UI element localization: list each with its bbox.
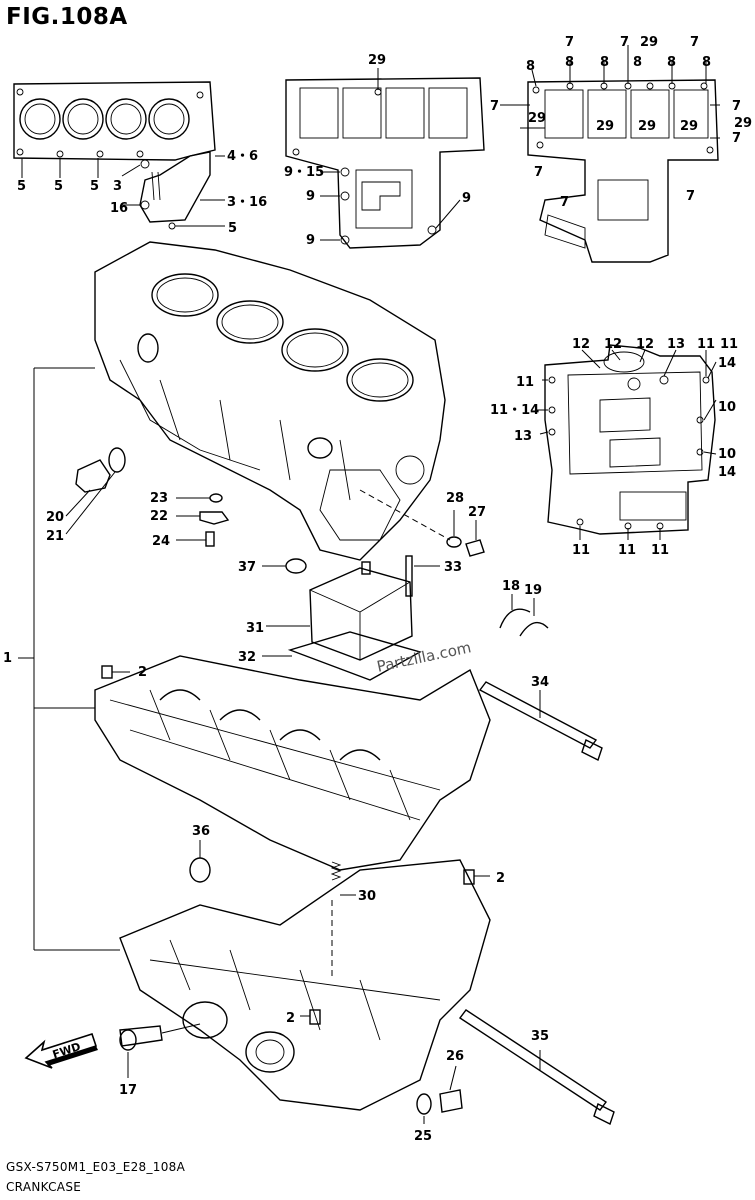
callout: 12 [636, 337, 654, 352]
callout: 27 [468, 505, 486, 520]
callout: 13 [667, 337, 685, 352]
callout: 7 [690, 35, 699, 50]
callout: 35 [531, 1029, 549, 1044]
callout: 9 [462, 191, 471, 206]
breather-cover [262, 555, 440, 681]
long-bolt-34 [478, 681, 603, 761]
callout: 2 [286, 1011, 295, 1026]
callout: 29 [528, 111, 546, 126]
callout: 36 [192, 824, 210, 839]
callout: 8 [702, 55, 711, 70]
callout: 14 [718, 356, 736, 371]
callout: 8 [667, 55, 676, 70]
callout: 7 [490, 99, 499, 114]
callout: 13 [514, 429, 532, 444]
callout: 29 [368, 53, 386, 68]
callout: 30 [358, 889, 376, 904]
callout: 26 [446, 1049, 464, 1064]
callout: 2 [138, 665, 147, 680]
callout: 8 [633, 55, 642, 70]
filter-stud-17 [119, 1023, 201, 1078]
callout: 37 [238, 560, 256, 575]
long-bolt-35 [458, 1009, 615, 1125]
callout: 14 [718, 465, 736, 480]
half-rings-18-19 [499, 594, 549, 637]
bolts-27-28 [359, 489, 485, 557]
callout: 10 [718, 400, 736, 415]
bracket-item-1 [18, 367, 120, 951]
callout: 28 [446, 491, 464, 506]
plug-and-oring [65, 447, 126, 535]
callout: 5 [17, 179, 26, 194]
diagram-code: GSX-S750M1_E03_E28_108A [6, 1160, 186, 1174]
callout: 3・16 [227, 195, 267, 210]
callout: 22 [150, 509, 168, 524]
washer-36-spring-30 [189, 840, 356, 980]
callout: 29 [734, 116, 752, 131]
inset-top-middle [285, 68, 485, 249]
callout: 3 [113, 179, 122, 194]
callout: 11 [572, 543, 590, 558]
callout: 29 [680, 119, 698, 134]
callout: 7 [732, 99, 741, 114]
callout: 20 [46, 510, 64, 525]
callout-labels: 1 2 2 2 3 3・16 4・6 5 5 5 5 16 7 7 7 7 7 … [3, 35, 752, 1144]
callout: 10 [718, 447, 736, 462]
callout: 33 [444, 560, 462, 575]
callout: 17 [119, 1083, 137, 1098]
callout: 7 [732, 131, 741, 146]
callout: 23 [150, 491, 168, 506]
callout: 31 [246, 621, 264, 636]
inset-right-lower [536, 344, 717, 540]
callout: 5 [228, 221, 237, 236]
callout: 5 [54, 179, 63, 194]
callout: 5 [90, 179, 99, 194]
callout: 34 [531, 675, 549, 690]
figure-title: FIG.108A [6, 4, 128, 30]
callout: 29 [640, 35, 658, 50]
diagram-name: CRANKCASE [6, 1180, 82, 1194]
callout: 12 [572, 337, 590, 352]
callout: 25 [414, 1129, 432, 1144]
callout: 2 [496, 871, 505, 886]
callout: 7 [686, 189, 695, 204]
callout: 11 [516, 375, 534, 390]
callout: 8 [600, 55, 609, 70]
fwd-arrow-icon: FWD [24, 1032, 98, 1069]
callout: 24 [152, 534, 170, 549]
callout: 7 [560, 195, 569, 210]
callout: 7 [534, 165, 543, 180]
callout: 7 [620, 35, 629, 50]
callout: 11 [697, 337, 715, 352]
middle-crankcase [94, 655, 491, 871]
callout: 9 [306, 189, 315, 204]
callout: 32 [238, 650, 256, 665]
small-fittings-22-24 [176, 493, 230, 547]
callout: 8 [565, 55, 574, 70]
callout: 11 [618, 543, 636, 558]
callout: 1 [3, 651, 12, 666]
callout: 4・6 [227, 149, 258, 164]
lower-crankcase [119, 859, 491, 1111]
inset-top-right [500, 45, 720, 263]
callout: 29 [596, 119, 614, 134]
callout: 7 [565, 35, 574, 50]
callout: 29 [638, 119, 656, 134]
callout: 12 [604, 337, 622, 352]
callout: 11・14 [490, 403, 539, 418]
callout: 9 [306, 233, 315, 248]
callout: 11 [651, 543, 669, 558]
callout: 8 [526, 59, 535, 74]
callout: 19 [524, 583, 542, 598]
inset-top-left [13, 81, 225, 230]
drain-plug-25-26 [416, 1065, 463, 1124]
callout: 18 [502, 579, 520, 594]
callout: 11 [720, 337, 738, 352]
callout: 9・15 [284, 165, 324, 180]
callout: 21 [46, 529, 64, 544]
upper-crankcase [94, 241, 446, 561]
callout: 16 [110, 201, 128, 216]
